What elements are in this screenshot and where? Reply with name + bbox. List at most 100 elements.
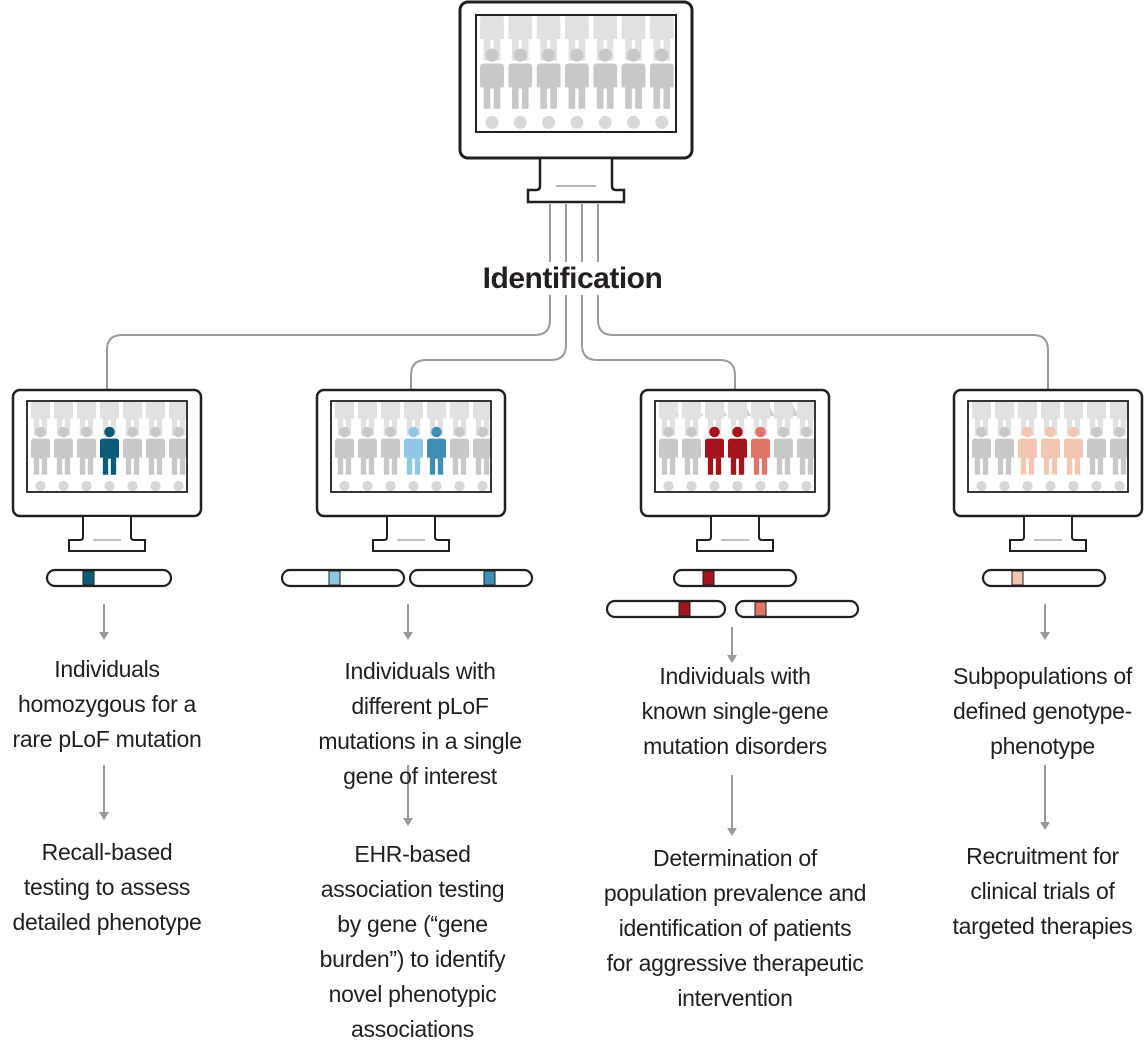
mutation-band <box>1011 570 1024 586</box>
action-line: detailed phenotype <box>12 909 202 935</box>
action-line: Recall-based <box>41 839 173 865</box>
database-monitor <box>458 0 694 204</box>
person-head-icon <box>454 480 465 491</box>
person-head-icon <box>408 480 419 491</box>
person-head-icon <box>35 480 46 491</box>
finding-line: defined genotype- <box>952 698 1133 724</box>
mutation-band <box>702 570 715 586</box>
person-head-icon <box>1091 480 1102 491</box>
monitor-stand <box>526 156 626 204</box>
finding-line: rare pLoF mutation <box>12 726 202 752</box>
person-head-icon <box>385 480 396 491</box>
population-grid <box>659 402 814 491</box>
person-head-icon <box>81 480 92 491</box>
action-line: targeted therapies <box>952 913 1133 939</box>
person-head-icon <box>1114 480 1125 491</box>
monitor-stand <box>696 515 774 552</box>
mutation-band <box>483 570 496 586</box>
action-line: Recruitment for <box>966 843 1119 869</box>
finding-line: different pLoF <box>351 693 489 719</box>
person-head-icon <box>663 480 674 491</box>
person-head-icon <box>709 480 720 491</box>
single-gene-disorders-action-text: Determination of population prevalence an… <box>585 841 885 1016</box>
population-grid <box>335 402 490 491</box>
action-line: EHR-based <box>354 841 471 867</box>
subpopulations-finding-text: Subpopulations of defined genotype-phenot… <box>940 659 1145 764</box>
person-head-icon <box>655 115 669 129</box>
chromosome <box>45 568 173 588</box>
person-head-icon <box>58 480 69 491</box>
person-head-icon <box>173 480 184 491</box>
mutation-band <box>754 601 767 617</box>
chromosome <box>981 568 1107 588</box>
arrowhead-icon <box>727 828 737 836</box>
population-grid <box>31 402 186 491</box>
population-grid <box>480 16 674 129</box>
finding-line: gene of interest <box>343 763 497 789</box>
action-line: Determination of <box>653 845 817 871</box>
gene-burden-finding-text: Individuals with different pLoF mutations … <box>300 654 540 794</box>
finding-line: Individuals with <box>659 663 811 689</box>
action-line: novel phenotypic <box>328 981 497 1007</box>
person-head-icon <box>570 115 584 129</box>
mutation-band <box>82 570 95 586</box>
person-head-icon <box>976 480 987 491</box>
single-gene-disorders-finding-text: Individuals with known single-gene mutatio… <box>600 659 870 764</box>
arrowhead-icon <box>99 812 109 820</box>
chromosome <box>734 599 860 619</box>
person-head-icon <box>755 480 766 491</box>
connector-lines <box>106 204 1049 390</box>
arrowhead-icon <box>403 818 413 826</box>
finding-line: homozygous for a <box>17 691 197 717</box>
arrowhead-icon <box>99 632 109 640</box>
person-head-icon <box>362 480 373 491</box>
action-line: association testing <box>320 876 505 902</box>
person-head-icon <box>732 480 743 491</box>
arrowhead-icon <box>1040 632 1050 640</box>
person-head-icon <box>598 115 612 129</box>
column-single-gene-disorders <box>605 388 860 836</box>
action-line: for aggressive therapeutic <box>606 950 864 976</box>
mutation-band <box>678 601 691 617</box>
person-head-icon <box>431 480 442 491</box>
finding-line: Individuals with <box>344 658 496 684</box>
homozygous-action-text: Recall-based testing to assess detailed ph… <box>0 835 214 940</box>
column-homozygous <box>11 388 203 820</box>
person-head-icon <box>627 115 640 129</box>
person-head-icon <box>339 480 350 491</box>
person-head-icon <box>150 480 161 491</box>
person-head-icon <box>778 480 789 491</box>
finding-line: phenotype <box>990 733 1095 759</box>
person-head-icon <box>127 480 138 491</box>
monitor-stand <box>68 515 146 552</box>
chromosome <box>408 568 534 588</box>
person-head-icon <box>801 480 812 491</box>
column-subpopulations <box>952 388 1144 830</box>
chromosome <box>280 568 406 588</box>
person-head-icon <box>999 480 1010 491</box>
chromosome <box>605 599 727 619</box>
person-head-icon <box>686 480 697 491</box>
finding-line: known single-gene <box>641 698 829 724</box>
finding-line: Subpopulations of <box>952 663 1133 689</box>
action-line: testing to assess <box>23 874 191 900</box>
monitor-stand <box>1009 515 1087 552</box>
finding-line: mutations in a single <box>318 728 522 754</box>
person-head-icon <box>485 115 499 129</box>
action-line: associations <box>351 1016 474 1042</box>
action-line: burden”) to identify <box>319 946 506 972</box>
finding-line: mutation disorders <box>643 733 827 759</box>
column-gene-burden <box>280 388 534 826</box>
arrowhead-icon <box>1040 822 1050 830</box>
mutation-band <box>328 570 341 586</box>
person-head-icon <box>1068 480 1079 491</box>
action-line: population prevalence and <box>603 880 867 906</box>
chromosome <box>672 568 798 588</box>
person-head-icon <box>1022 480 1033 491</box>
finding-line: Individuals <box>54 656 160 682</box>
identification-title: Identification <box>0 262 1145 296</box>
person-head-icon <box>104 480 115 491</box>
